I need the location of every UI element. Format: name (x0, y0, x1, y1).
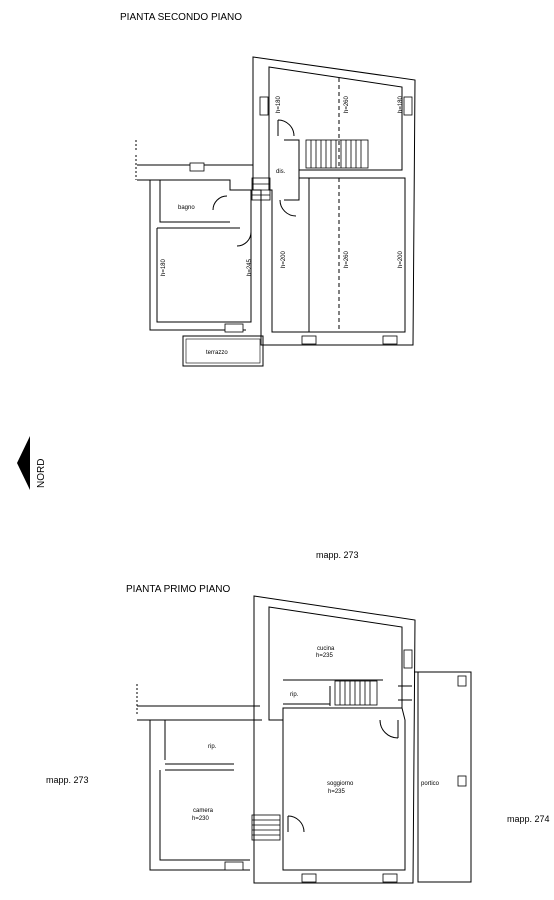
room-height-cucina: h=235 (316, 653, 334, 659)
height-label: h=180 (161, 258, 167, 276)
room-label-rip-left: rip. (208, 744, 217, 750)
room-label-terrazzo: terrazzo (206, 350, 228, 356)
terrace-outline (182, 335, 264, 367)
lower-staircase (334, 680, 378, 706)
upper-floor-walls (135, 56, 416, 346)
lower-floor-title: PIANTA PRIMO PIANO (126, 584, 230, 595)
height-label: h=260 (344, 95, 350, 113)
height-label: h=200 (398, 250, 404, 268)
height-label: h=180 (276, 95, 282, 113)
room-label-bagno: bagno (178, 205, 195, 211)
room-label-rip-kitchen: rip. (290, 692, 299, 698)
lower-windows (224, 649, 467, 883)
upper-floor-title: PIANTA SECONDO PIANO (120, 12, 242, 23)
height-label: h=180 (398, 95, 404, 113)
upper-windows (189, 96, 413, 345)
height-label: h=260 (344, 250, 350, 268)
parcel-label-top: mapp. 273 (316, 550, 359, 560)
room-label-camera: camera (193, 808, 214, 814)
terrace-inner (185, 338, 261, 364)
room-label-cucina: cucina (317, 646, 335, 652)
lower-small-stair (251, 814, 281, 841)
north-label: NORD (36, 459, 47, 488)
height-label: h=200 (281, 250, 287, 268)
north-arrow-icon (17, 436, 30, 490)
upper-small-stair (251, 177, 271, 201)
upper-staircase (305, 139, 369, 169)
room-height-soggiorno: h=235 (328, 789, 346, 795)
room-height-camera: h=230 (192, 816, 210, 822)
parcel-label-left: mapp. 273 (46, 775, 89, 785)
parcel-label-right: mapp. 274 (507, 814, 550, 824)
height-label: h=245 (247, 258, 253, 276)
room-label-soggiorno: soggiorno (327, 781, 354, 787)
room-label-dis: dis. (276, 169, 286, 175)
lower-floor-walls (136, 595, 472, 884)
room-label-portico: portico (421, 781, 440, 787)
